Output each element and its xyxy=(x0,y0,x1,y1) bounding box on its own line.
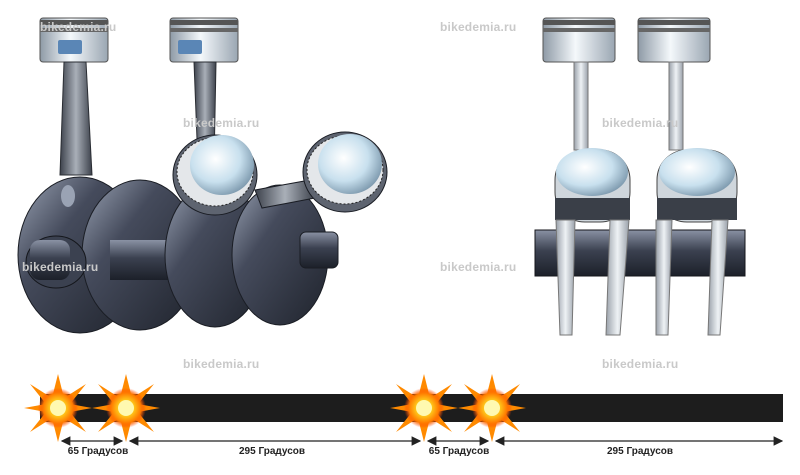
watermark-3: bikedemia.ru xyxy=(183,116,260,130)
big-end-bearing-1 xyxy=(172,134,258,216)
watermark-4: bikedemia.ru xyxy=(602,116,679,130)
connecting-rod-4 xyxy=(573,61,589,151)
big-end-bearing-4 xyxy=(656,148,738,223)
piston-2 xyxy=(169,17,239,63)
firing-flash-2 xyxy=(92,374,160,442)
crankshaft-side-view xyxy=(534,17,746,336)
connecting-rod-1 xyxy=(59,61,93,176)
crankshaft-3d-illustration xyxy=(17,17,388,334)
interval-label-3: 65 Градусов xyxy=(428,446,490,457)
big-end-bearing-3 xyxy=(554,148,631,223)
piston-1 xyxy=(39,17,109,63)
interval-label-1: 65 Градусов xyxy=(67,446,129,457)
watermark-7: bikedemia.ru xyxy=(183,357,260,371)
connecting-rod-5 xyxy=(668,61,684,151)
piston-4 xyxy=(637,17,711,63)
firing-flash-3 xyxy=(390,374,458,442)
interval-label-2: 295 Градусов xyxy=(238,446,306,457)
watermark-2: bikedemia.ru xyxy=(440,20,517,34)
firing-flash-1 xyxy=(24,374,92,442)
interval-label-4: 295 Градусов xyxy=(606,446,674,457)
piston-3 xyxy=(542,17,616,63)
watermark-5: bikedemia.ru xyxy=(22,260,99,274)
watermark-8: bikedemia.ru xyxy=(602,357,679,371)
big-end-bearing-2 xyxy=(302,131,388,213)
watermark-6: bikedemia.ru xyxy=(440,260,517,274)
firing-flash-4 xyxy=(458,374,526,442)
watermark-1: bikedemia.ru xyxy=(40,20,117,34)
